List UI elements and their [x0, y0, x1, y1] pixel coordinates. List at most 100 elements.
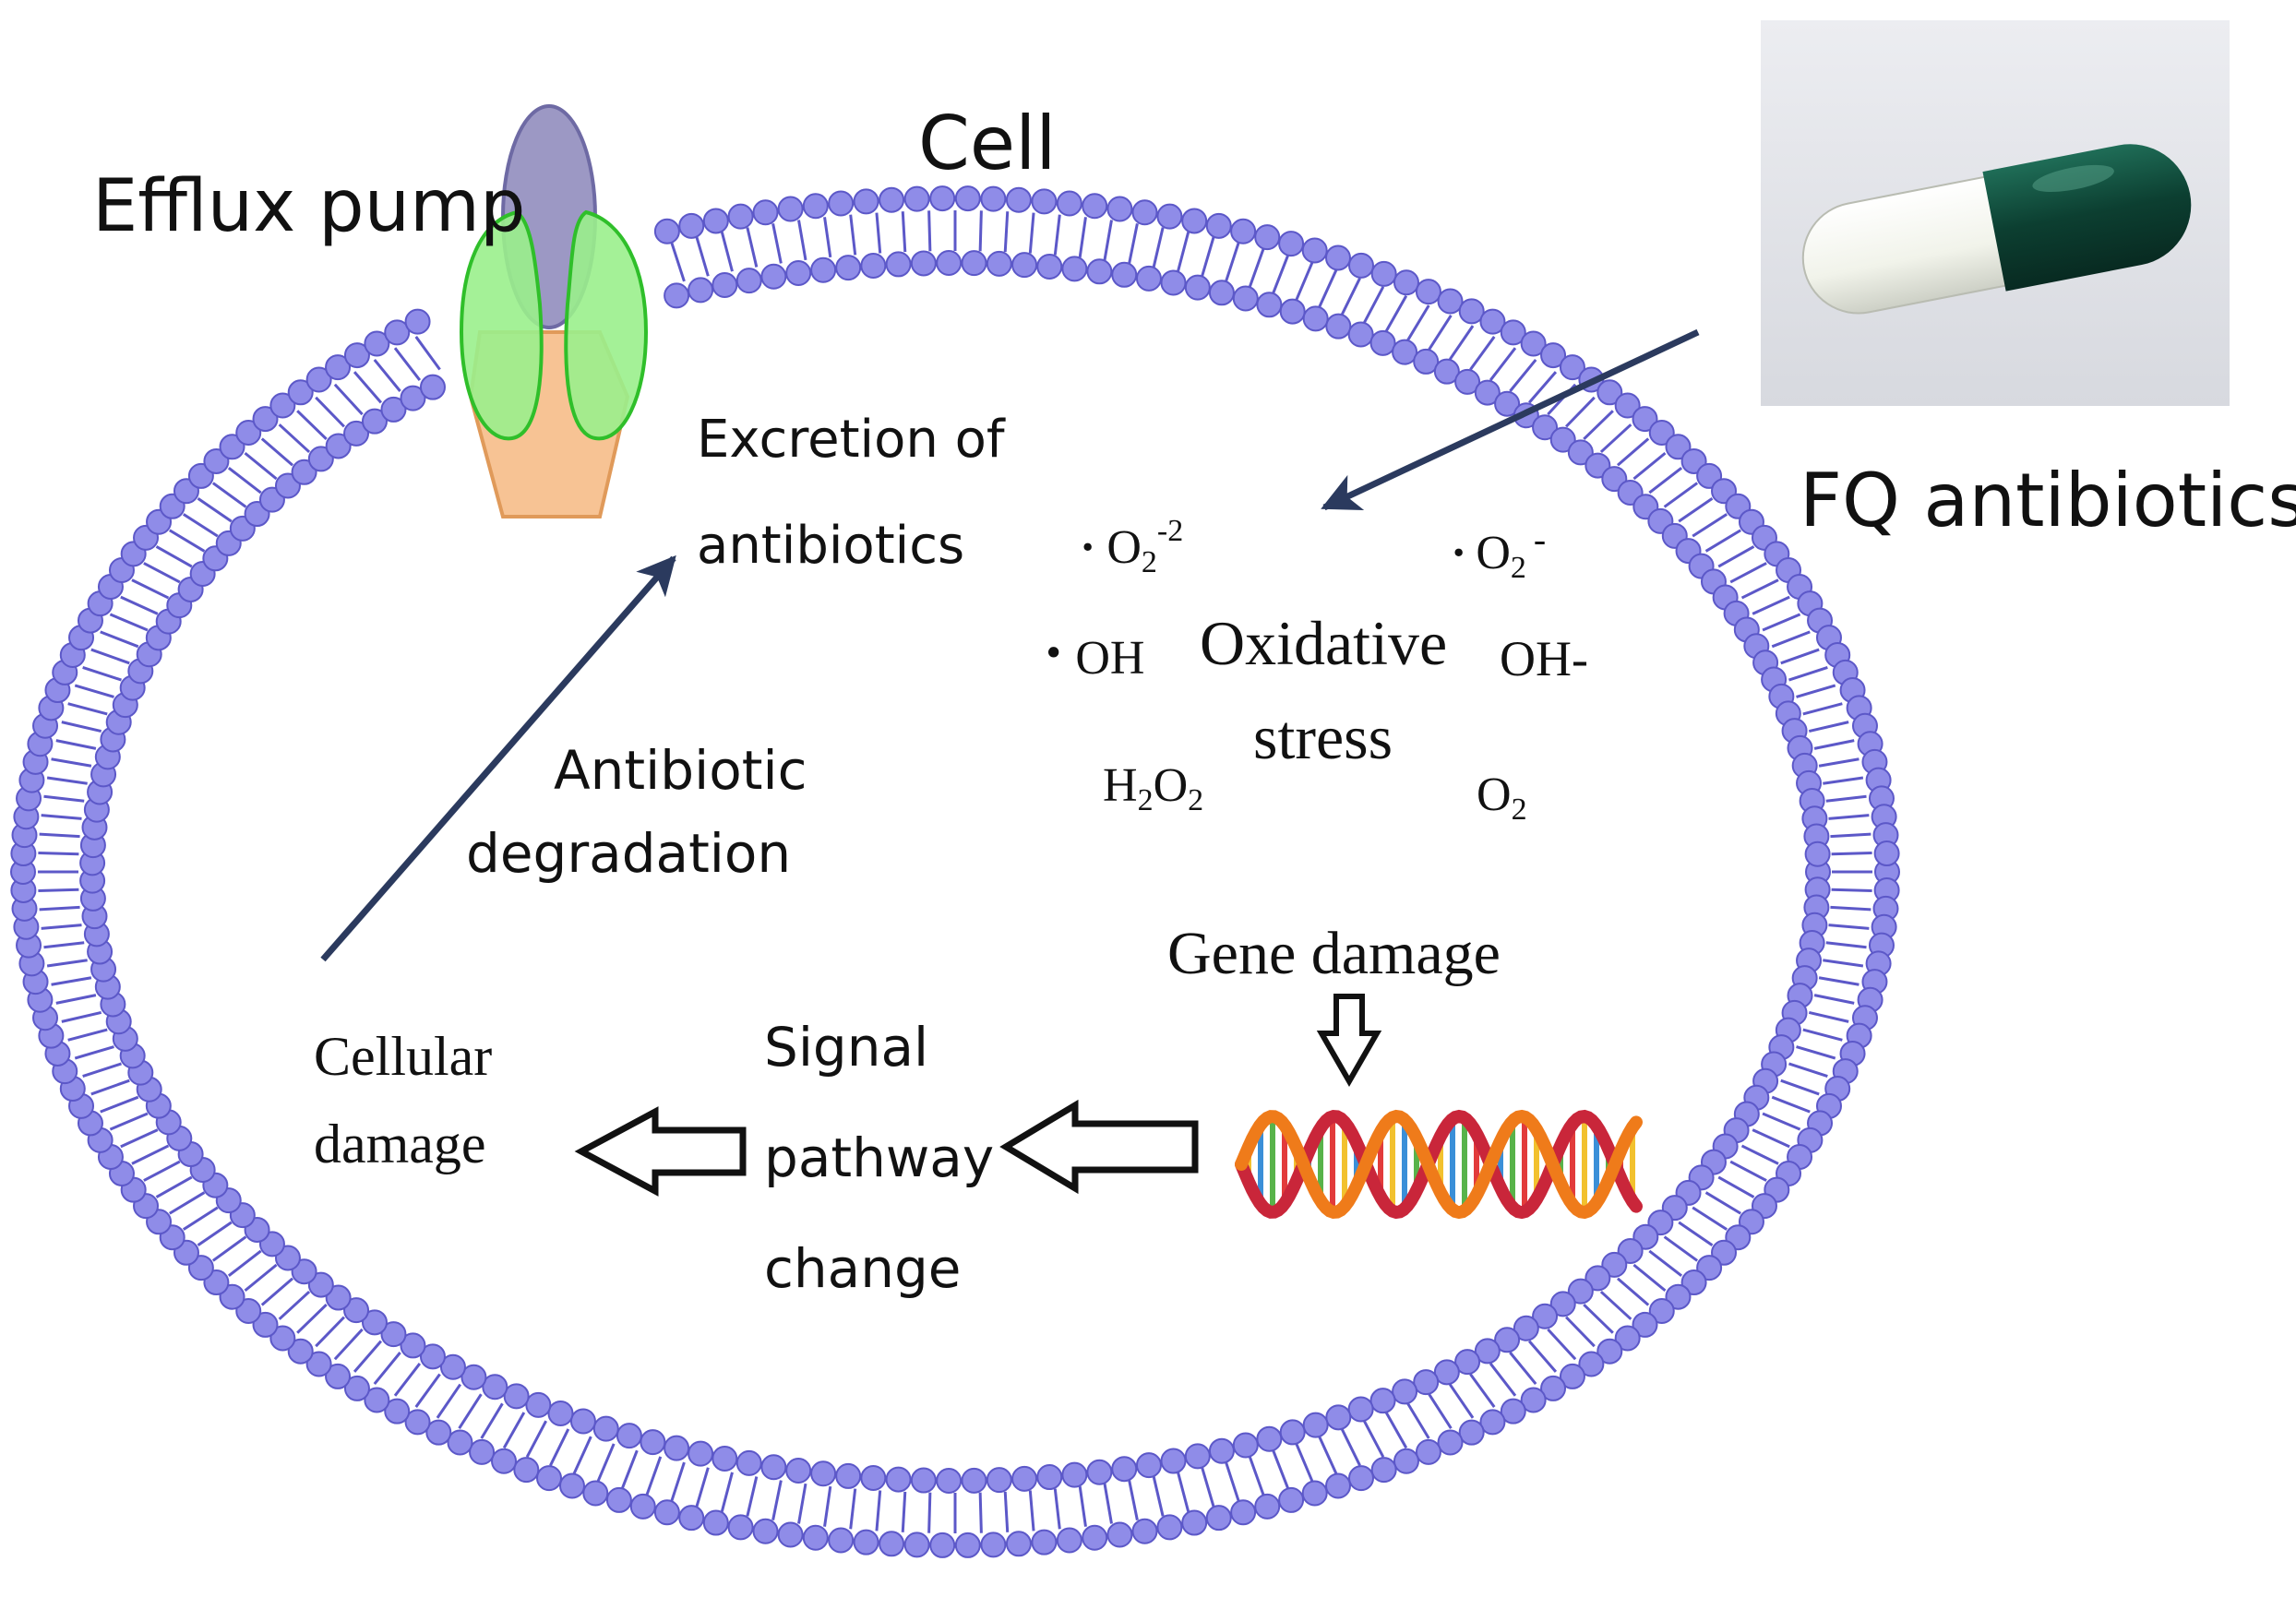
lipid-tail	[211, 482, 247, 508]
lipid-tail	[1825, 941, 1867, 949]
lipid-head	[547, 1400, 574, 1426]
lipid-tail	[480, 1402, 504, 1439]
lipid-head	[810, 1460, 837, 1487]
lipid-tail	[695, 236, 710, 277]
lipid-head	[1532, 414, 1559, 441]
lipid-head	[860, 1465, 887, 1492]
lipid-head	[712, 271, 738, 298]
lipid-head	[903, 1532, 930, 1558]
lipid-head	[678, 212, 705, 239]
lipid-tail	[797, 1483, 807, 1524]
lipid-head	[879, 186, 905, 213]
lipid-head	[1454, 368, 1481, 395]
lipid-tail	[1363, 286, 1385, 324]
lipid-tail	[43, 941, 85, 949]
lipid-tail	[55, 739, 97, 750]
lipid-tail	[41, 924, 82, 930]
lipid-tail	[823, 217, 832, 258]
cellular-damage-label-line1: Cellular	[314, 1026, 492, 1087]
lipid-head	[592, 1415, 619, 1442]
lipid-head	[1458, 1419, 1485, 1446]
lipid-tail	[315, 396, 345, 428]
lipid-head	[1184, 274, 1211, 301]
lipid-head	[1011, 252, 1038, 279]
lipid-head	[727, 1514, 754, 1541]
lipid-head	[616, 1423, 642, 1449]
lipid-head	[688, 1440, 714, 1467]
lipid-head	[343, 1297, 370, 1324]
lipid-head	[419, 1343, 446, 1370]
lipid-tail	[43, 794, 85, 803]
lipid-head	[1437, 1429, 1464, 1456]
lipid-head	[582, 1480, 609, 1507]
lipid-tail	[296, 410, 328, 441]
lipid-head	[702, 208, 729, 234]
lipid-tail	[849, 214, 857, 256]
lipid-head	[980, 185, 1007, 212]
lipid-head	[1082, 1524, 1108, 1551]
lipid-tail	[1762, 613, 1801, 632]
dna-to-signal-arrow	[999, 1099, 1199, 1195]
lipid-head	[885, 251, 912, 278]
lipid-tail	[39, 905, 80, 912]
lipid-tail	[143, 1160, 181, 1182]
lipid-head	[380, 396, 407, 423]
lipid-head	[735, 268, 762, 294]
lipid-tail	[353, 1340, 383, 1373]
lipid-head	[664, 282, 690, 309]
lipid-tail	[1729, 562, 1767, 584]
lipid-head	[1393, 269, 1419, 296]
lipid-tail	[46, 959, 88, 968]
lipid-tail	[1428, 1393, 1453, 1429]
lipid-head	[1596, 1338, 1623, 1365]
lipid-tail	[1152, 227, 1165, 268]
lipid-head	[235, 420, 262, 447]
lipid-tail	[1583, 410, 1614, 441]
lipid-tail	[414, 1373, 441, 1408]
degradation-to-excretion-arrow	[320, 554, 676, 962]
lipid-head	[1208, 280, 1235, 306]
lipid-tail	[278, 423, 311, 454]
lipid-tail	[373, 358, 401, 392]
lipid-head	[252, 406, 279, 433]
lipid-head	[1106, 196, 1133, 222]
lipid-tail	[67, 702, 108, 716]
lipid-tail	[120, 1128, 159, 1149]
cell-membrane	[10, 185, 1900, 1558]
lipid-head	[785, 259, 812, 286]
lipid-tail	[1599, 423, 1632, 454]
lipid-tail	[1762, 1112, 1801, 1131]
lipid-tail	[1028, 1490, 1035, 1532]
lipid-head	[1513, 1315, 1539, 1341]
lipid-head	[828, 190, 855, 217]
lipid-head	[364, 1387, 390, 1413]
lipid-tail	[51, 976, 92, 986]
efflux-pump-label: Efflux pump	[92, 165, 526, 248]
lipid-tail	[46, 776, 88, 785]
lipid-tail	[244, 1263, 278, 1293]
lipid-tail	[1053, 214, 1061, 256]
lipid-tail	[1225, 1461, 1240, 1502]
lipid-tail	[549, 1428, 570, 1467]
lipid-tail	[197, 1221, 233, 1246]
lipid-head	[219, 434, 245, 460]
capsule-icon	[1761, 20, 2230, 406]
lipid-head	[712, 1446, 738, 1472]
lipid-head	[853, 188, 879, 215]
lipid-head	[291, 459, 317, 485]
lipid-head	[1205, 212, 1232, 239]
lipid-tail	[1796, 684, 1836, 698]
superoxide-dianion-label: ·O2-2	[1080, 514, 1183, 579]
lipid-tail	[353, 371, 383, 404]
lipid-head	[986, 250, 1012, 277]
excretion-label-line1: Excretion of	[697, 410, 1006, 470]
lipid-tail	[1692, 513, 1728, 538]
lipid-tail	[100, 1095, 139, 1114]
lipid-tail	[1583, 1303, 1614, 1334]
lipid-head	[1347, 252, 1374, 279]
lipid-head	[853, 1529, 879, 1555]
lipid-head	[1111, 261, 1138, 288]
lipid-tail	[1053, 1488, 1061, 1530]
lipid-head	[203, 447, 230, 474]
lipid-tail	[1003, 211, 1010, 253]
